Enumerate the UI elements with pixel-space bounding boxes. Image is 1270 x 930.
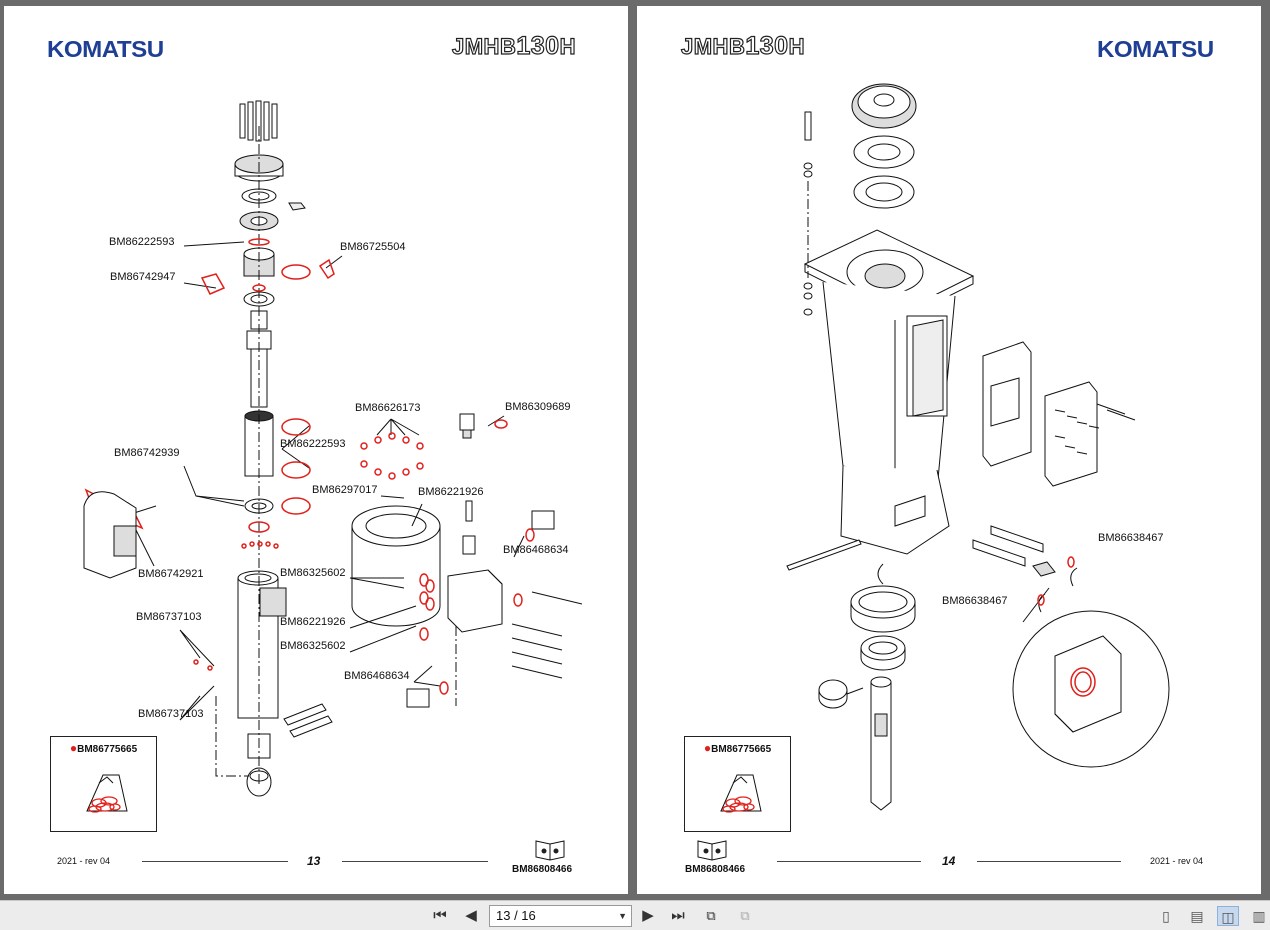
seal-kit-box: ●BM86775665 [50,736,157,832]
model-title: JMHB130H [451,31,576,61]
callout-label: BM86222593 [280,438,346,450]
side-plate-bolts [1054,403,1136,455]
seal-kit-box: ●BM86775665 [684,736,791,832]
callout-label: BM86742939 [114,447,180,459]
callout-label: BM86222593 [109,236,175,248]
rotate-page-icon[interactable]: ⧉ [706,908,716,923]
previous-page-icon[interactable]: ◀ [465,907,477,924]
page-selector[interactable]: 13 / 16 ▼ [489,905,632,927]
seal-kit-parts [1037,556,1096,697]
footer-divider [342,861,488,862]
copy-page-icon[interactable]: ⧉ [740,908,750,923]
callout-label: BM86742947 [110,271,176,283]
document-code: BM86808466 [685,864,746,875]
exploded-parts-diagram [83,100,583,797]
first-page-icon[interactable]: ⏮ [433,907,447,924]
callout-label: BM86742921 [138,568,204,580]
seal-kit-bag-icon [720,774,762,813]
viewer-toolbar: ⏮ ◀ 13 / 16 ▼ ▶ ⏭ ⧉ ⧉ ▯ ▤ ◫ ▥ [0,900,1270,930]
model-prefix: JMHB [680,33,746,59]
callout-label: BM86221926 [280,616,346,628]
callout-label: BM86638467 [1098,532,1164,544]
komatsu-logo: KOMATSU [47,36,164,62]
page-number: 14 [942,854,956,868]
callout-label: BM86725504 [340,241,406,253]
two-page-continuous-view-icon[interactable]: ▥ [1252,908,1266,924]
callout-label: BM86626173 [355,402,421,414]
callout-label: BM86468634 [344,670,410,682]
exploded-parts-diagram [786,83,1170,811]
callout-label: BM86325602 [280,640,346,652]
two-page-view-icon[interactable]: ◫ [1217,906,1239,926]
seal-kit-label: ●BM86775665 [703,741,772,755]
callout-label: BM86737103 [138,708,204,720]
footer-date: 2021 - rev 04 [1150,856,1204,866]
callout-label: BM86297017 [312,484,378,496]
footer-date: 2021 - rev 04 [57,856,111,866]
next-page-icon[interactable]: ▶ [642,907,654,924]
footer-divider [142,861,288,862]
callout-label: BM86638467 [942,595,1008,607]
last-page-icon[interactable]: ⏭ [671,907,685,924]
tie-bolts [239,100,278,142]
footer-divider [777,861,921,862]
callout-label: BM86325602 [280,567,346,579]
model-suffix: H [788,33,805,59]
manual-book-icon [535,840,565,861]
chevron-down-icon: ▼ [618,911,627,921]
model-suffix: H [559,33,576,59]
model-title: JMHB130H [680,31,805,61]
seal-kit-label: ●BM86775665 [69,741,138,755]
callout-label: BM86221926 [418,486,484,498]
page-indicator: 13 / 16 [496,908,536,923]
seal-kit-bag-icon [86,774,128,813]
callout-label: BM86309689 [505,401,571,413]
model-prefix: JMHB [451,33,517,59]
callout-label: BM86468634 [503,544,569,556]
document-code: BM86808466 [512,864,573,875]
manual-book-icon [697,840,727,861]
model-number: 130 [516,31,560,60]
komatsu-logo: KOMATSU [1097,36,1214,62]
footer-divider [977,861,1121,862]
callout-label: BM86737103 [136,611,202,623]
model-number: 130 [745,31,789,60]
left-page: KOMATSU JMHB130H [4,6,628,894]
right-page: JMHB130H KOMATSU [637,6,1261,894]
page-number: 13 [307,854,321,868]
single-page-view-icon[interactable]: ▯ [1162,908,1170,924]
valve-bolts [511,591,583,679]
continuous-view-icon[interactable]: ▤ [1190,908,1204,924]
